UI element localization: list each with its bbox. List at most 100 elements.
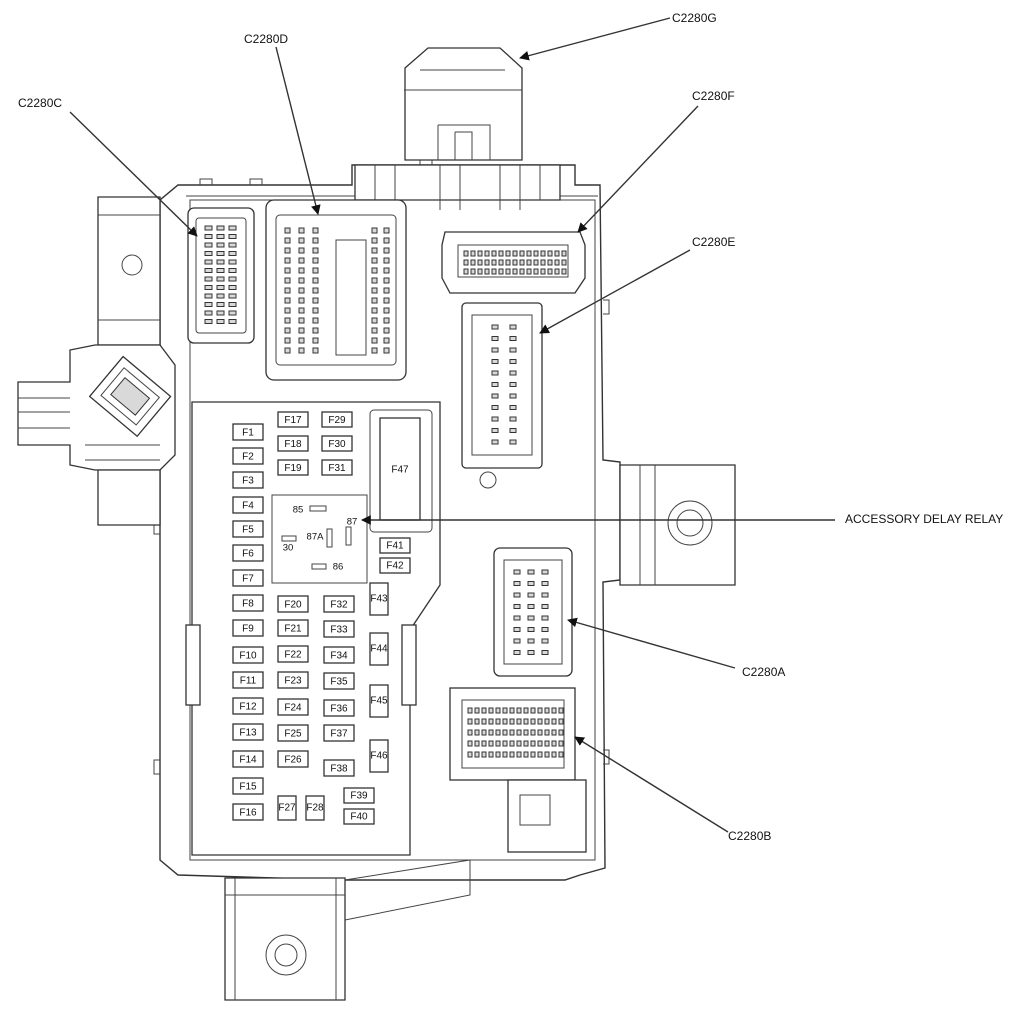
fuse: F1 xyxy=(232,423,264,441)
fuse: F23 xyxy=(277,671,309,689)
fuse: F36 xyxy=(323,699,355,717)
connector-pin xyxy=(541,615,549,621)
connector-pin xyxy=(509,370,517,376)
fuse: F9 xyxy=(232,619,264,637)
connector-pin xyxy=(204,259,213,265)
connector-pin xyxy=(284,227,291,234)
connector-pin xyxy=(516,718,522,725)
fuse: F44 xyxy=(369,632,389,666)
connector-pin xyxy=(512,268,518,275)
fuse: F7 xyxy=(232,569,264,587)
connector-pin xyxy=(312,247,319,254)
connector-pin xyxy=(284,317,291,324)
fuse-label: F33 xyxy=(330,625,348,636)
fuse: F33 xyxy=(323,620,355,638)
connector-pin xyxy=(216,251,225,256)
connector-pin xyxy=(502,740,508,747)
connector-pin xyxy=(526,250,532,257)
connector-pin xyxy=(484,259,490,266)
connector-pin xyxy=(383,297,390,304)
fuse-label: F14 xyxy=(239,755,257,766)
connector-pin xyxy=(383,267,390,274)
connector-pin xyxy=(216,302,225,307)
connector-pin xyxy=(513,581,521,586)
fuse: F21 xyxy=(277,619,309,637)
connector-pin xyxy=(463,259,469,266)
fuse-label: F16 xyxy=(239,808,257,819)
connector-pin xyxy=(495,751,501,758)
fuse: F30 xyxy=(321,435,353,452)
connector-pin xyxy=(488,729,494,736)
connector-pin xyxy=(204,310,213,316)
connector-pin xyxy=(516,751,522,758)
connector-pin xyxy=(284,257,291,264)
connector-pin xyxy=(512,259,518,266)
connector-pin xyxy=(541,592,549,598)
connector-pin xyxy=(228,242,237,248)
connector-pin xyxy=(204,293,213,299)
connector-pin xyxy=(228,285,237,290)
fuse-label: F5 xyxy=(242,525,254,536)
connector-pin xyxy=(541,604,549,609)
connector-pin xyxy=(558,718,564,725)
connector-pin xyxy=(383,277,390,284)
fuse-label: F41 xyxy=(386,541,404,552)
connector-pin xyxy=(509,729,515,736)
connector-pin xyxy=(298,257,305,264)
connector-pin xyxy=(505,268,511,275)
callout-lines xyxy=(69,17,835,833)
connector-pin xyxy=(526,259,532,266)
fuse-label: F32 xyxy=(330,600,348,611)
fuse-label: F7 xyxy=(242,574,254,585)
fuse: F20 xyxy=(277,595,309,613)
connector-pin xyxy=(312,227,319,234)
fuse-label: F31 xyxy=(328,463,346,474)
connector-pin xyxy=(298,337,305,344)
connector-pin xyxy=(312,307,319,314)
connector-c2280g xyxy=(354,47,561,210)
connector-pin xyxy=(228,319,237,324)
connector-pin xyxy=(474,707,480,714)
connector-pin xyxy=(495,718,501,725)
connector-pin xyxy=(561,259,567,266)
connector-pin xyxy=(537,707,543,714)
connector-pin xyxy=(488,740,494,747)
fuse-label: F1 xyxy=(242,428,254,439)
connector-pin xyxy=(298,297,305,304)
left-mounting-bracket xyxy=(17,196,176,526)
connector-pin xyxy=(481,707,487,714)
connector-pin xyxy=(523,729,529,736)
fuse-label: F12 xyxy=(239,702,257,713)
connector-pin xyxy=(228,234,237,239)
callout-c2280d: C2280D xyxy=(244,32,288,46)
connector-pin xyxy=(540,259,546,266)
connector-pin xyxy=(470,268,476,275)
fuse-label: F4 xyxy=(242,501,254,512)
connector-pin xyxy=(298,287,305,294)
connector-pin xyxy=(216,293,225,299)
fuse-label: F29 xyxy=(328,415,346,426)
fuse: F31 xyxy=(321,459,353,476)
fuse-label: F24 xyxy=(284,703,302,714)
connector-pin xyxy=(383,247,390,254)
connector-pin xyxy=(502,729,508,736)
connector-pin xyxy=(502,707,508,714)
fuse-label: F42 xyxy=(386,561,404,572)
connector-pin xyxy=(228,259,237,265)
connector-pin xyxy=(228,268,237,273)
connector-pin xyxy=(537,729,543,736)
fuse: F17 xyxy=(277,411,309,428)
connector-pin xyxy=(484,250,490,257)
connector-pin xyxy=(371,237,378,244)
connector-pin xyxy=(371,317,378,324)
connector-pin xyxy=(312,237,319,244)
connector-pin xyxy=(467,707,473,714)
connector-pin xyxy=(371,337,378,344)
connector-pin xyxy=(488,718,494,725)
connector-pin xyxy=(551,751,557,758)
connector-pin xyxy=(509,707,515,714)
connector-pin xyxy=(371,287,378,294)
fuse-label: F34 xyxy=(330,651,348,662)
connector-pin xyxy=(228,293,237,299)
connector-pin xyxy=(530,751,536,758)
